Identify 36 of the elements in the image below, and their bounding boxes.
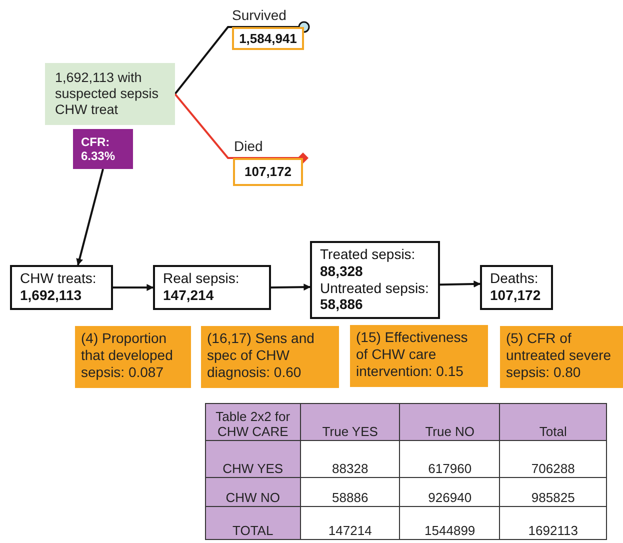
table-cell: 706288: [500, 440, 606, 478]
branch-line: [174, 93, 308, 164]
table-header-cell: CHW NO: [206, 478, 300, 506]
arrow: [113, 284, 154, 291]
table-cell: 1692113: [500, 506, 606, 540]
table-cell: 88328: [300, 440, 400, 478]
table-header-cell: True NO: [400, 404, 500, 440]
table-cell: 617960: [400, 440, 500, 478]
branch-line: [174, 21, 310, 95]
table-cell: 147214: [300, 506, 400, 540]
parameter-box: (4) Proportion that developed sepsis: 0.087: [75, 326, 191, 388]
table-cell: 1544899: [400, 506, 500, 540]
process-box: Treated sepsis: 88,328 Untreated sepsis: 58,886: [310, 241, 440, 319]
table-header-cell: CHW YES: [206, 440, 300, 478]
table-header-cell: TOTAL: [206, 506, 300, 540]
outcome-label: Survived: [232, 7, 286, 23]
process-box: CHW treats: 1,692,113: [10, 265, 113, 310]
table-cell: 58886: [300, 478, 400, 506]
arrow: [440, 280, 481, 288]
parameter-box: (5) CFR of untreated severe sepsis: 0.80: [500, 326, 623, 388]
parameter-box: (16,17) Sens and spec of CHW diagnosis: 0.60: [201, 326, 339, 388]
arrow: [76, 168, 104, 266]
rate-box: CFR: 6.33%: [73, 129, 133, 169]
table-cell: 926940: [400, 478, 500, 506]
parameter-box: (15) Effectiveness of CHW care intervention: 0.15: [350, 325, 488, 387]
process-box: Deaths: 107,172: [480, 265, 553, 310]
process-box: Real sepsis: 147,214: [153, 265, 271, 310]
table-cell: 985825: [500, 478, 606, 506]
table-header-cell: True YES: [300, 404, 400, 440]
table-header-cell: Total: [500, 404, 606, 440]
table-header-cell: Table 2x2 for CHW CARE: [206, 404, 300, 440]
outcome-value-box: 107,172: [233, 158, 303, 186]
start-box: 1,692,113 with suspected sepsis CHW treat: [45, 63, 175, 125]
outcome-label: Died: [234, 138, 263, 154]
outcome-value-box: 1,584,941: [232, 27, 304, 50]
arrow: [270, 284, 311, 291]
